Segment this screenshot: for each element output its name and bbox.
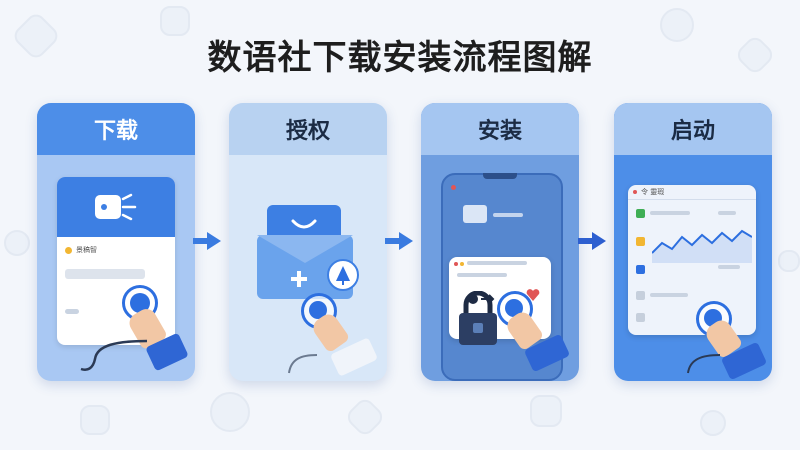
progress-bar xyxy=(65,269,145,279)
window-label: 令 靈瑕 xyxy=(641,188,665,196)
page-title: 数语社下载安装流程图解 xyxy=(207,38,593,78)
step-illustration xyxy=(229,155,387,381)
background-decoration xyxy=(160,6,190,36)
window-dot xyxy=(454,262,458,266)
check-icon xyxy=(636,313,645,322)
phone-notch xyxy=(483,173,517,179)
step-card-download: 下载 景稿智 xyxy=(37,103,195,381)
background-decoration xyxy=(80,405,110,435)
window-divider xyxy=(628,199,756,200)
arrow-icon xyxy=(578,232,606,250)
background-decoration xyxy=(778,250,800,272)
window-dot xyxy=(451,185,456,190)
cable-icon xyxy=(95,193,137,221)
text-line xyxy=(650,211,690,215)
step-illustration: 景稿智 xyxy=(37,155,195,381)
badge-circle xyxy=(327,259,359,291)
background-decoration xyxy=(343,395,387,439)
plus-icon xyxy=(291,271,307,287)
cable-line-icon xyxy=(687,354,721,374)
step-illustration xyxy=(421,155,579,381)
tap-core xyxy=(309,301,327,319)
app-window: 景稿智 xyxy=(57,177,175,345)
step-illustration: 令 靈瑕 xyxy=(614,155,772,381)
step-label: 启动 xyxy=(614,103,772,155)
check-icon xyxy=(636,209,645,218)
monitor-icon xyxy=(463,205,487,223)
step-card-install: 安装 xyxy=(421,103,579,381)
step-card-authorize: 授权 xyxy=(229,103,387,381)
text-line xyxy=(65,309,79,314)
text-line xyxy=(718,265,740,269)
step-label: 下载 xyxy=(37,103,195,155)
heart-icon xyxy=(526,289,540,301)
background-decoration xyxy=(210,392,250,432)
envelope-flap xyxy=(257,235,353,263)
step-label: 授权 xyxy=(229,103,387,155)
text-line xyxy=(467,261,527,265)
text-line xyxy=(650,293,688,297)
check-icon xyxy=(636,237,645,246)
tree-icon xyxy=(336,266,350,285)
step-label: 安装 xyxy=(421,103,579,155)
heart-dot xyxy=(65,247,72,254)
arrow-icon xyxy=(193,232,221,250)
text-line xyxy=(493,213,523,217)
lock-icon xyxy=(459,291,497,345)
background-decoration xyxy=(660,8,694,42)
text-line xyxy=(718,211,736,215)
window-dot xyxy=(460,262,464,266)
text-line xyxy=(457,273,507,277)
app-window: 令 靈瑕 xyxy=(628,185,756,335)
arrow-icon xyxy=(385,232,413,250)
check-icon xyxy=(636,291,645,300)
cable-line-icon xyxy=(80,339,148,371)
check-icon xyxy=(636,265,645,274)
cable-line-icon xyxy=(288,354,318,374)
chart-icon xyxy=(652,229,752,263)
background-decoration xyxy=(4,230,30,256)
step-card-launch: 启动 令 靈瑕 xyxy=(614,103,772,381)
window-dot xyxy=(633,190,637,194)
app-icon-panel xyxy=(57,177,175,237)
smile-icon xyxy=(291,219,317,229)
background-decoration xyxy=(530,395,562,427)
background-decoration xyxy=(700,410,726,436)
app-card-label: 景稿智 xyxy=(76,246,97,254)
